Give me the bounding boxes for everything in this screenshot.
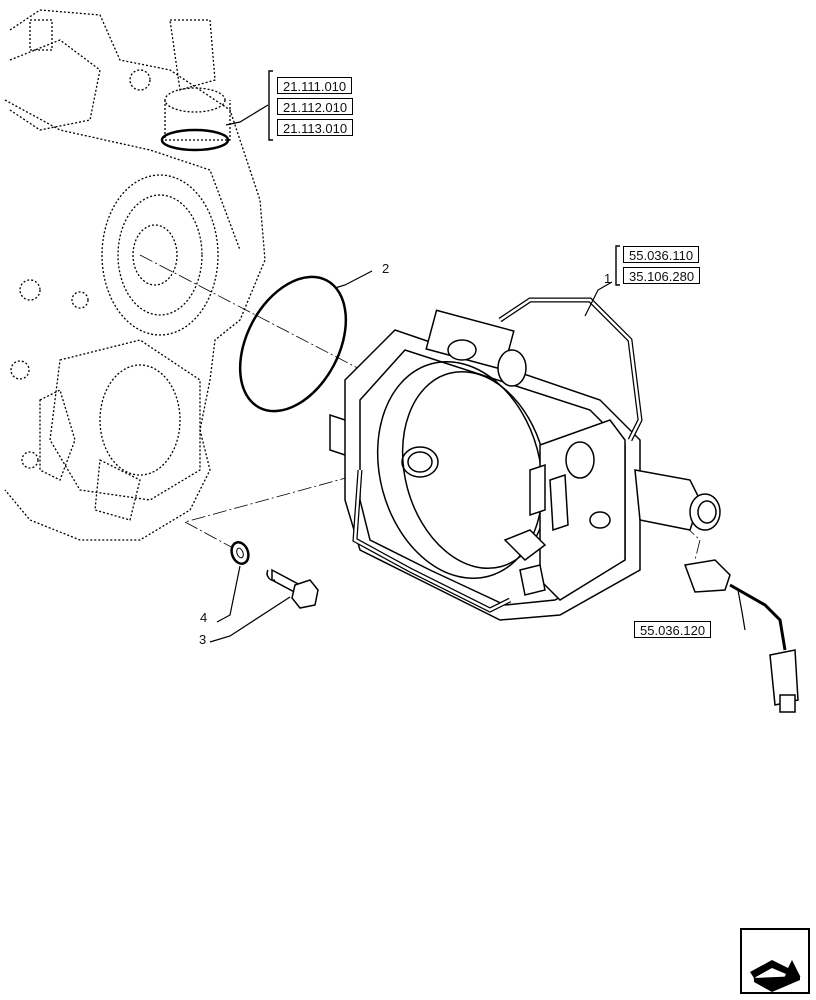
- reference-21-111-010[interactable]: 21.111.010: [277, 77, 353, 94]
- reference-21-113-010[interactable]: 21.113.010: [277, 119, 354, 136]
- callout-4: 4: [200, 610, 208, 625]
- arrow-navigation-icon: [750, 960, 801, 992]
- o-ring: [238, 275, 348, 413]
- solenoid-valve: [634, 469, 721, 531]
- hydraulic-pump: [329, 309, 641, 621]
- leader-lines: [209, 70, 746, 643]
- housing-seal-ring: [160, 128, 230, 152]
- washer: [230, 541, 250, 565]
- transmission-housing: [4, 9, 266, 541]
- callout-3: 3: [199, 632, 207, 647]
- reference-55-036-110[interactable]: 55.036.110: [623, 246, 700, 263]
- reference-55-036-120[interactable]: 55.036.120: [634, 621, 712, 638]
- callout-1: 1: [604, 271, 612, 286]
- bolt: [266, 568, 319, 609]
- navigation-button[interactable]: [740, 928, 810, 994]
- reference-21-112-010[interactable]: 21.112.010: [277, 98, 354, 115]
- sensor-connector: [683, 559, 799, 713]
- callout-2: 2: [382, 261, 390, 276]
- reference-35-106-280[interactable]: 35.106.280: [623, 267, 701, 284]
